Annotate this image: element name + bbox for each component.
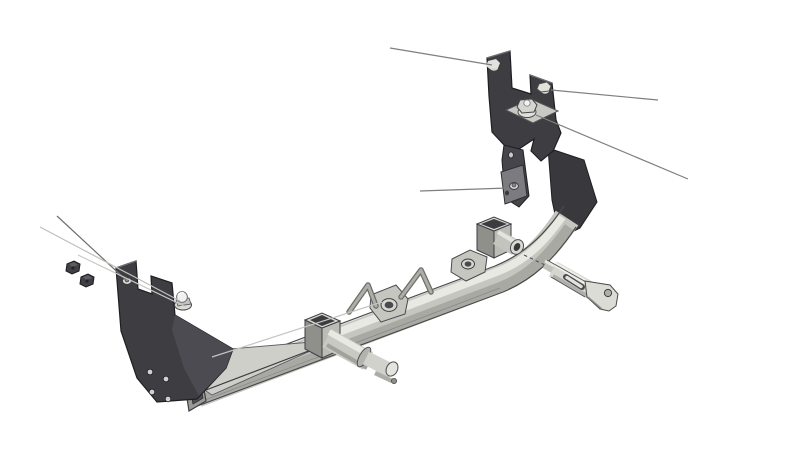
receiver-bore-highlight bbox=[498, 232, 515, 242]
hex-nut-facet bbox=[69, 262, 78, 267]
bracket-hex-bolt-right bbox=[537, 82, 551, 94]
clevis-tab-center bbox=[370, 285, 408, 322]
leader-to-acorn-washer bbox=[78, 255, 184, 306]
acorn-highlight bbox=[178, 293, 184, 295]
tab-hole bbox=[384, 301, 394, 309]
hex-nut-facet bbox=[83, 275, 92, 280]
pin-handle bbox=[375, 373, 392, 381]
mount-hole bbox=[149, 389, 155, 395]
hex-nut-hole bbox=[71, 266, 75, 270]
quick-disconnect-pin bbox=[524, 255, 618, 311]
leader-from-right-tab-bolt bbox=[551, 90, 658, 100]
leader-lines bbox=[40, 48, 688, 357]
small-tab-hole bbox=[505, 190, 509, 196]
tongue-hole bbox=[604, 289, 611, 296]
tab-hole bbox=[464, 261, 472, 267]
tongue-thickness-edge bbox=[588, 297, 602, 309]
safety-cable-loop-2 bbox=[401, 270, 431, 297]
right-receiver-tube bbox=[477, 217, 526, 258]
leader-to-small-tab-bolt bbox=[420, 188, 508, 191]
bolt-head bbox=[512, 183, 516, 187]
loose-hex-nut-1 bbox=[66, 261, 80, 274]
tube-top-highlight bbox=[200, 217, 562, 385]
clevis-tab-right bbox=[451, 250, 487, 281]
bolt-head bbox=[537, 82, 551, 92]
mount-hole bbox=[147, 369, 153, 375]
pin-hex-collar-highlight bbox=[545, 261, 554, 266]
pin-body-shade bbox=[553, 276, 589, 297]
loop-wire bbox=[401, 270, 431, 297]
mount-hole bbox=[165, 396, 171, 402]
left-bracket-top-edge bbox=[116, 261, 136, 268]
leader-to-left-tab-bolt-right-bracket bbox=[390, 48, 492, 65]
nut-dome bbox=[524, 100, 530, 106]
right-mounting-bracket bbox=[486, 51, 561, 207]
leader-from-center-nut bbox=[536, 115, 688, 179]
pin-nose-end bbox=[384, 360, 401, 378]
tube-top-edge bbox=[191, 206, 564, 380]
tube-bottom-edge bbox=[192, 227, 576, 408]
installed-attachment-pin bbox=[327, 332, 400, 384]
bolt-head bbox=[486, 59, 500, 69]
safety-plate-bolt bbox=[501, 165, 527, 204]
leader-to-center-tab bbox=[212, 302, 382, 357]
left-bracket-flange bbox=[172, 315, 233, 396]
receiver-top-bore bbox=[310, 315, 335, 326]
mount-hole bbox=[163, 376, 169, 382]
safety-cable-loop-1 bbox=[349, 285, 376, 312]
leg-hole bbox=[509, 152, 514, 158]
loose-hex-nut-2 bbox=[80, 274, 94, 287]
pin-slot bbox=[567, 278, 581, 287]
pin-bottom-edge bbox=[551, 277, 585, 297]
pin-barrel-highlight bbox=[329, 332, 366, 353]
tube-body bbox=[197, 218, 567, 394]
loop-wire bbox=[349, 285, 376, 312]
pin-top-edge bbox=[547, 260, 586, 282]
left-mounting-bracket bbox=[116, 261, 233, 402]
pin-handle-ball bbox=[391, 378, 396, 383]
hex-nut-hole bbox=[85, 279, 89, 283]
bracket-nut-plate bbox=[506, 99, 558, 123]
tube-lower-shade bbox=[198, 227, 569, 401]
leader-to-left-bracket-bolt bbox=[57, 216, 126, 280]
right-bracket-tab-edge bbox=[530, 75, 552, 83]
bracket-hex-bolt-left bbox=[486, 59, 500, 71]
receiver-bore-hole bbox=[513, 243, 521, 251]
pin-clevis-tongue bbox=[585, 281, 618, 311]
leader-to-acorn-nut bbox=[40, 227, 180, 301]
right-bracket-top-edge bbox=[487, 51, 510, 58]
receiver-top-bore bbox=[481, 219, 507, 229]
